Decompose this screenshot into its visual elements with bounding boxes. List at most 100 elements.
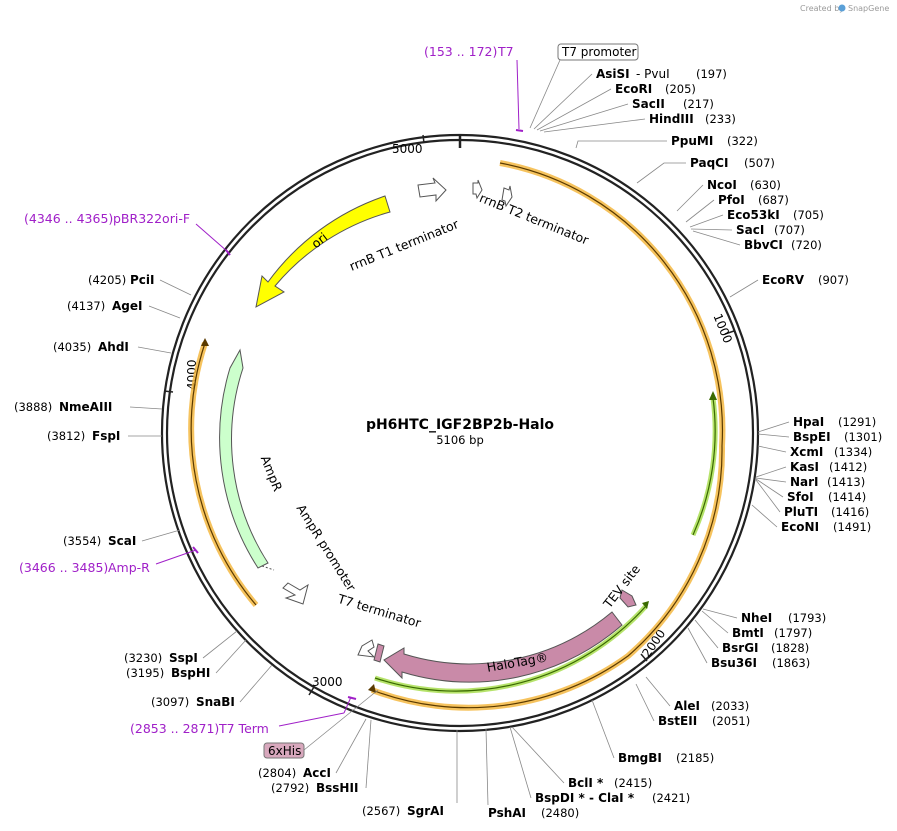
enzyme-pvui: - PvuI xyxy=(636,67,670,81)
leader-hpai xyxy=(757,421,790,433)
enzyme-sfoi: SfoI xyxy=(787,490,814,504)
snapgene-logo-icon xyxy=(838,4,846,12)
leader-pfoi xyxy=(685,199,715,223)
tick-3000 xyxy=(308,686,315,696)
enzyme-sfoi-pos: (1414) xyxy=(828,490,866,504)
leader-xcmi xyxy=(757,445,787,453)
primer-pbr322-marker xyxy=(225,249,231,256)
enzyme-bsteii-pos: (2051) xyxy=(712,714,750,728)
enzyme-bsphi-pos: (3195) xyxy=(126,666,164,680)
enzyme-econi-pos: (1491) xyxy=(833,520,871,534)
enzyme-alei: AleI xyxy=(674,699,700,713)
primer-t7-name: T7 xyxy=(497,44,514,59)
enzyme-bbvci: BbvCI xyxy=(744,238,783,252)
enzyme-bspei: BspEI xyxy=(793,430,831,444)
leader-ppumi xyxy=(575,140,667,149)
ampr-promoter-label: AmpR promoter xyxy=(294,502,360,595)
enzyme-econi: EcoNI xyxy=(781,520,819,534)
tev-site-feature xyxy=(619,589,637,608)
enzyme-hpai: HpaI xyxy=(793,415,824,429)
enzyme-bbvci-pos: (720) xyxy=(791,238,822,252)
enzyme-ahdi: AhdI xyxy=(98,340,129,354)
enzymes-right: AsiSI - PvuI (197) EcoRI (205) SacII (21… xyxy=(485,67,882,820)
leader-bspdi xyxy=(509,726,532,799)
leader-alei xyxy=(645,676,671,707)
enzyme-bsrgi-pos: (1828) xyxy=(771,641,809,655)
leader-bsteii xyxy=(635,683,655,722)
enzyme-hindiii-pos: (233) xyxy=(705,112,736,126)
t7-promoter-leader xyxy=(529,59,561,129)
enzyme-ncoi: NcoI xyxy=(707,178,737,192)
orf-green-bottom-core xyxy=(374,605,647,692)
tick-4000 xyxy=(163,390,174,393)
orf-green-bottom-arrow xyxy=(642,601,649,609)
enzyme-bmti-pos: (1797) xyxy=(774,626,812,640)
enzyme-ecorv-pos: (907) xyxy=(818,273,849,287)
ampr-label: AmpR xyxy=(258,453,286,494)
tick-2000 xyxy=(640,653,648,662)
enzyme-bsteii: BstEII xyxy=(658,714,697,728)
enzyme-sspi: SspI xyxy=(169,651,198,665)
enzyme-pluti-pos: (1416) xyxy=(831,505,869,519)
plasmid-size: 5106 bp xyxy=(436,433,484,447)
tick-label-3000: 3000 xyxy=(312,675,343,689)
primer-t7-marker xyxy=(515,129,524,132)
primer-t7term-range: (2853 .. 2871) xyxy=(130,721,219,736)
primer-ampr-range: (3466 .. 3485) xyxy=(19,560,108,575)
leader-bmgbi xyxy=(591,699,615,759)
ampr-promoter-arrow-icon xyxy=(282,582,309,605)
leader-bsu36i xyxy=(687,627,708,664)
primer-pbr322-range: (4346 .. 4365) xyxy=(24,211,113,226)
leader-bspei xyxy=(757,433,790,438)
primer-t7term-leader-a xyxy=(278,712,345,727)
enzyme-pluti: PluTI xyxy=(784,505,818,519)
ori-feature xyxy=(255,195,391,308)
leader-bcli xyxy=(511,726,565,784)
primer-markers xyxy=(155,59,524,727)
t7-promoter-box xyxy=(557,43,639,61)
enzyme-nari: NarI xyxy=(790,475,819,489)
t7-terminator-arrow-icon xyxy=(357,639,376,658)
enzyme-xcmi-pos: (1334) xyxy=(834,445,872,459)
orf-right-core xyxy=(371,162,724,709)
enzyme-nmeaiii: NmeAIII xyxy=(59,400,112,414)
enzyme-asisi: AsiSI xyxy=(596,67,630,81)
primer-ampr-marker xyxy=(192,546,199,554)
enzyme-xcmi: XcmI xyxy=(790,445,823,459)
tick-marks xyxy=(163,134,735,696)
leader-ncoi xyxy=(676,184,704,212)
leader-kasi xyxy=(755,466,787,478)
leader-pcii xyxy=(159,279,192,296)
primer-t7-leader xyxy=(516,59,520,130)
enzyme-ppumi: PpuMI xyxy=(671,134,713,148)
primer-ampr-name: Amp-R xyxy=(108,560,150,575)
enzyme-acci-pos: (2804) xyxy=(258,766,296,780)
leader-ecori xyxy=(536,88,612,131)
leader-bbvci xyxy=(692,230,741,246)
t7-promoter-label: T7 promoter xyxy=(561,45,637,59)
primer-pbr322-leader xyxy=(195,223,229,253)
enzyme-bspdi-pos: (2421) xyxy=(652,791,690,805)
leader-sfoi xyxy=(755,478,784,498)
enzyme-bsrgi: BsrGI xyxy=(722,641,759,655)
leader-bsrgi xyxy=(694,619,719,649)
orf-green-arcs xyxy=(374,391,718,694)
leader-sspi xyxy=(202,630,238,659)
enzymes-left: (4205) PciI (4137) AgeI (4035) AhdI (388… xyxy=(14,273,458,818)
his6-small-feature xyxy=(373,643,385,663)
leader-econi xyxy=(751,504,778,528)
primer-ampr-leader xyxy=(155,549,197,565)
orf-right-arrowhead xyxy=(368,684,376,693)
enzyme-bsu36i-pos: (1863) xyxy=(772,656,810,670)
leader-ecorv xyxy=(729,279,759,298)
primer-t7term-marker xyxy=(347,696,357,700)
enzyme-ahdi-pos: (4035) xyxy=(53,340,91,354)
enzyme-ecorv: EcoRV xyxy=(762,273,805,287)
ampr-feature xyxy=(219,348,269,569)
tick-label-5000: 5000 xyxy=(392,142,423,156)
enzyme-bmgbi: BmgBI xyxy=(618,751,662,765)
leader-scai xyxy=(141,529,181,542)
enzyme-paqci: PaqCI xyxy=(690,156,728,170)
leader-agei xyxy=(148,305,181,319)
